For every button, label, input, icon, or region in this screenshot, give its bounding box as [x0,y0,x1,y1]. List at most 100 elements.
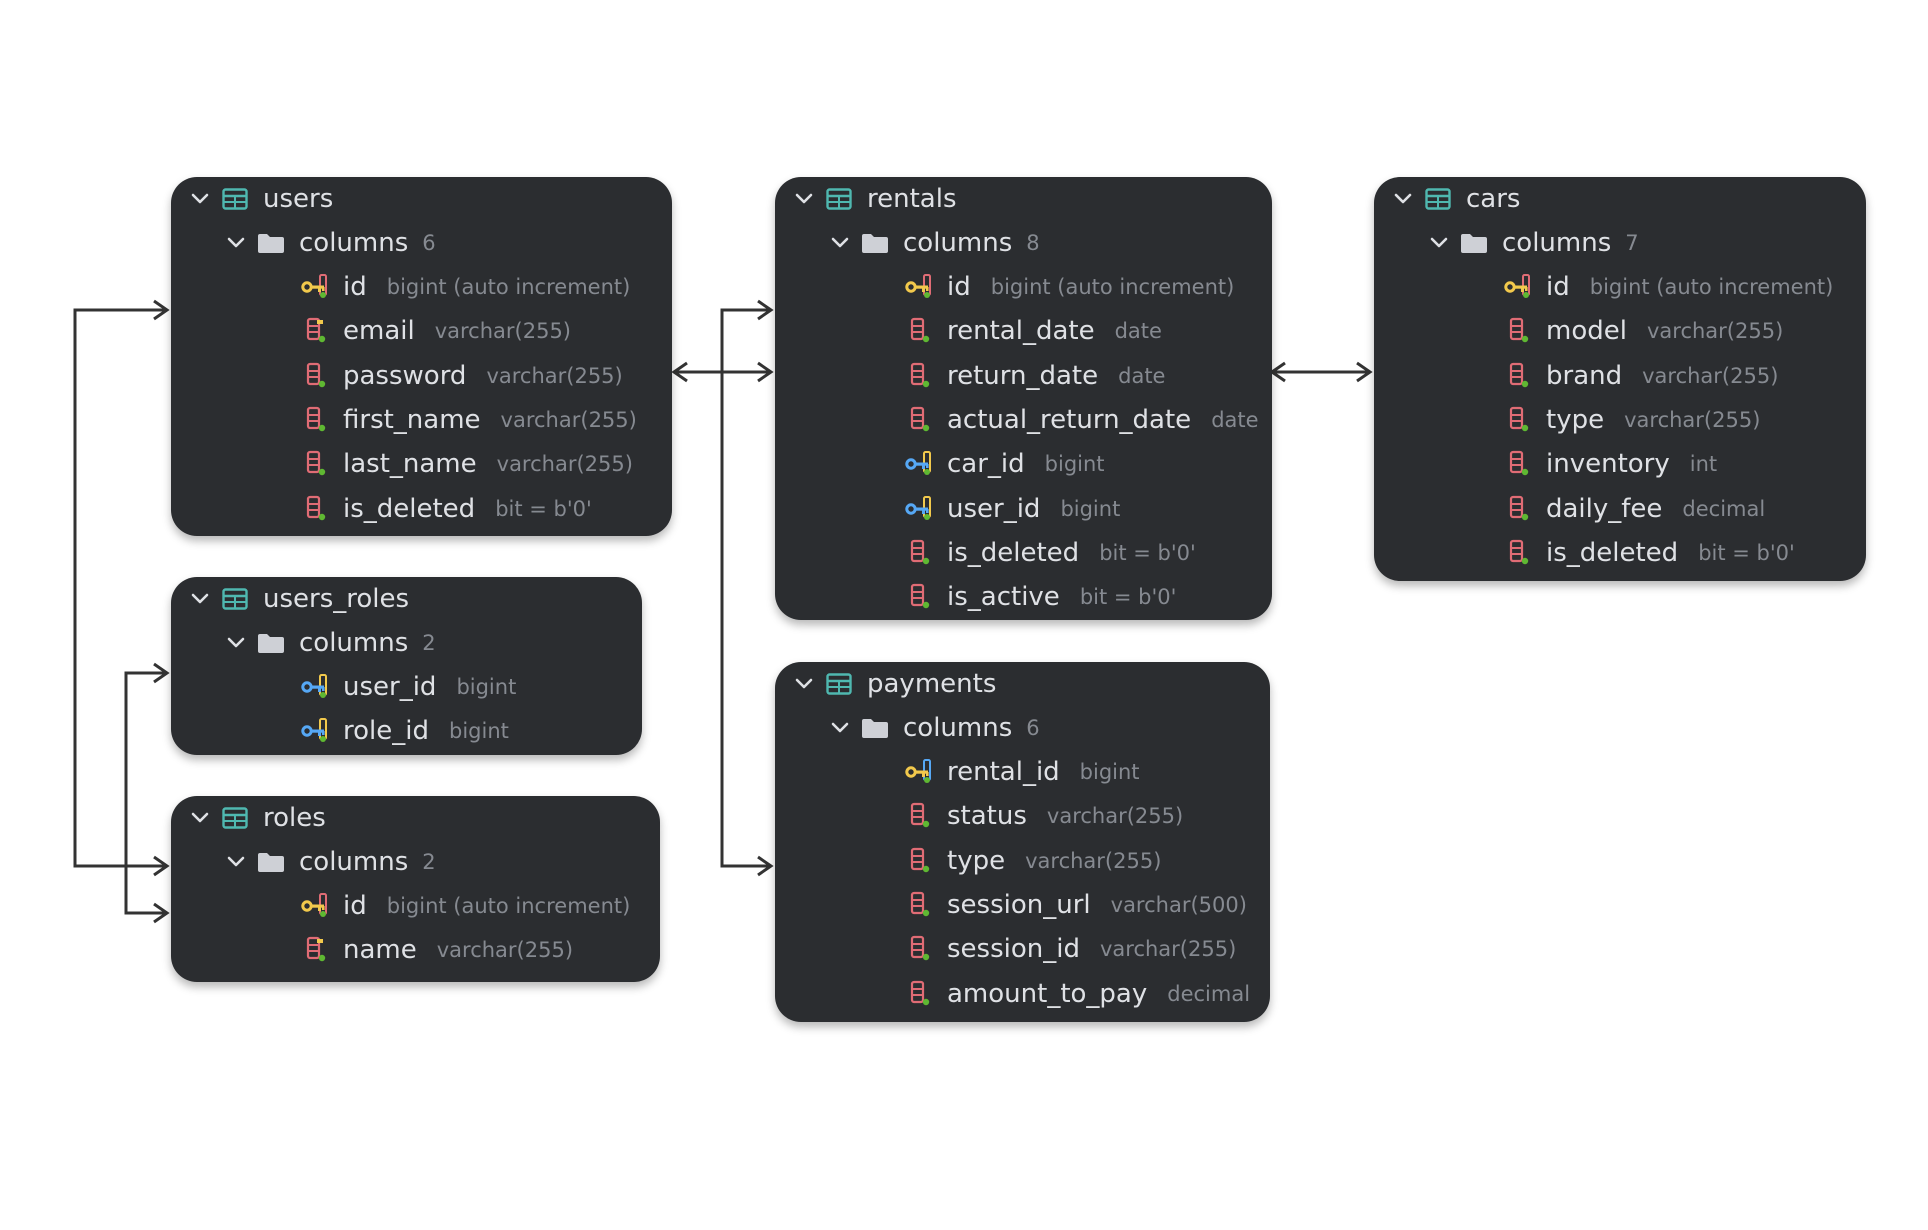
chevron-down-icon[interactable] [191,590,209,608]
primary-key-icon [301,892,329,920]
column-name: actual_return_date [947,404,1192,435]
chevron-down-icon[interactable] [191,809,209,827]
column-row[interactable]: inventory int [1504,442,1717,486]
chevron-down-icon[interactable] [1430,234,1448,252]
table-name: roles [263,803,326,833]
column-name: type [1546,404,1605,435]
column-type: decimal [1682,496,1766,521]
column-type: int [1689,452,1718,477]
unique-column-icon [301,317,329,345]
table-name: payments [867,669,997,699]
column-name: status [947,801,1027,832]
column-type: bigint (auto increment) [1589,275,1834,299]
chevron-down-icon[interactable] [191,190,209,208]
table-header[interactable]: rentals [795,177,957,221]
chevron-down-icon[interactable] [227,634,245,652]
chevron-down-icon[interactable] [1394,190,1412,208]
column-name: id [343,891,367,921]
column-icon [905,847,933,875]
edge-users-roles [73,308,167,868]
column-type: bigint [448,719,509,744]
table-name: rentals [867,184,957,214]
table-header[interactable]: cars [1394,177,1520,221]
primary-foreign-key-icon [905,758,933,786]
column-name: session_url [947,889,1091,920]
column-icon [1504,406,1532,434]
folder-icon [257,629,285,657]
arrowhead [757,299,774,321]
column-name: user_id [343,672,437,702]
unique-column-icon [301,936,329,964]
table-header[interactable]: users_roles [191,577,409,621]
table-header[interactable]: users [191,177,333,221]
chevron-down-icon[interactable] [795,190,813,208]
column-icon [905,583,933,611]
chevron-down-icon[interactable] [795,675,813,693]
chevron-down-icon[interactable] [831,234,849,252]
foreign-key-icon [905,495,933,523]
folder-icon [1460,229,1488,257]
column-name: inventory [1546,449,1670,480]
column-type: varchar(255) [1025,848,1162,873]
column-type: date [1118,363,1166,388]
column-type: date [1114,319,1162,344]
column-icon [301,362,329,390]
columns-label: columns [299,847,409,877]
edge-rentals-payments [720,308,771,868]
column-name: is_deleted [343,493,476,524]
arrowhead [1356,361,1373,383]
column-name: user_id [947,493,1041,524]
chevron-down-icon[interactable] [227,853,245,871]
table-header[interactable]: roles [191,796,326,840]
column-icon [301,406,329,434]
chevron-down-icon[interactable] [831,719,849,737]
folder-icon [257,229,285,257]
column-type: bigint [1044,452,1105,477]
chevron-down-icon[interactable] [227,234,245,252]
column-icon [1504,317,1532,345]
table-header[interactable]: payments [795,662,996,706]
